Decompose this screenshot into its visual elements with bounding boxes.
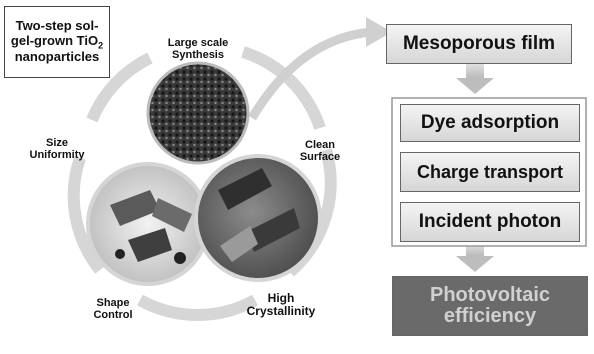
dye-adsorption-box: Dye adsorption [400,104,580,142]
label-line: Shape [78,298,148,310]
incident-photon-box: Incident photon [400,202,580,242]
tem-image-right [196,156,320,280]
mesoporous-film-label: Mesoporous film [403,33,555,55]
label-line: Synthesis [158,50,238,62]
label-high-crystallinity: High Crystallinity [238,292,324,317]
label-clean-surface: Clean Surface [290,140,350,163]
label-large-scale-synthesis: Large scale Synthesis [158,38,238,61]
label-line: Uniformity [22,150,92,162]
result-line-1: Photovoltaic [430,285,550,306]
title-line-1: Two-step sol- [16,19,99,34]
label-line: Size [22,138,92,150]
flow-arrow-1 [456,64,494,94]
result-line-2: efficiency [444,306,536,327]
label-line: Surface [290,152,350,164]
label-line: Large scale [158,38,238,50]
label-line: Control [78,310,148,322]
mesoporous-film-box: Mesoporous film [386,24,572,64]
incident-photon-label: Incident photon [419,211,561,233]
flow-arrow-2 [456,244,494,272]
label-shape-control: Shape Control [78,298,148,321]
label-line: Clean [290,140,350,152]
title-box: Two-step sol- gel-grown TiO2 nanoparticl… [4,6,110,78]
photovoltaic-efficiency-box: Photovoltaic efficiency [392,276,588,336]
tem-image-left [88,164,208,284]
label-line: Crystallinity [238,305,324,318]
charge-transport-label: Charge transport [417,162,563,183]
title-line-3: nanoparticles [15,50,100,65]
dye-adsorption-label: Dye adsorption [421,112,559,134]
sem-image-circle [148,63,248,163]
label-size-uniformity: Size Uniformity [22,138,92,161]
label-line: High [238,292,324,305]
charge-transport-box: Charge transport [400,152,580,192]
title-line-2: gel-grown TiO2 [11,34,103,51]
